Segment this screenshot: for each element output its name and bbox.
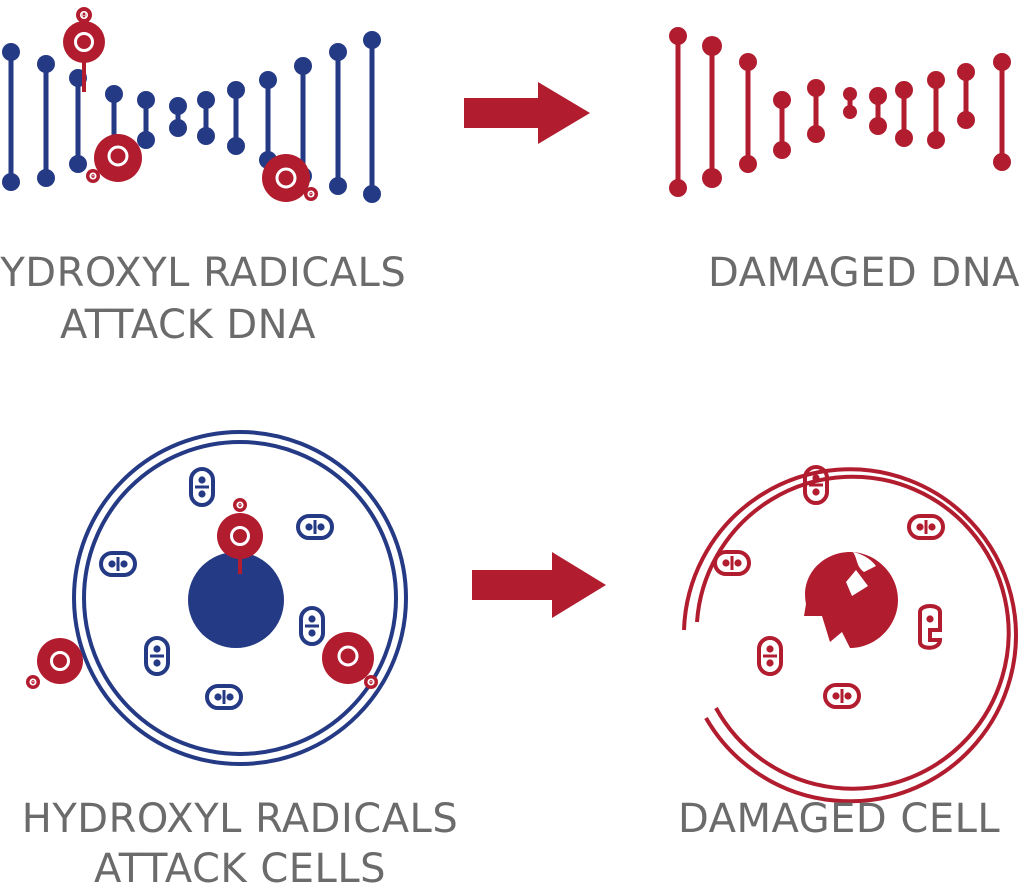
mitochondrion-icon (296, 514, 334, 540)
mitochondria-group (713, 465, 945, 709)
radical-h-label: H (309, 192, 313, 198)
hydroxyl-radical-icon: H (262, 154, 318, 202)
caption-bottom-right-line1: DAMAGED CELL (678, 796, 1000, 842)
dna-rung (329, 43, 347, 195)
dna-rung (895, 81, 913, 147)
hydroxyl-radical-icon: H (26, 638, 83, 689)
healthy-dna-icon (2, 31, 381, 203)
cell-membrane-outer (682, 467, 1018, 804)
radical-h-label: H (91, 174, 95, 180)
mitochondrion-icon (713, 550, 751, 576)
caption-top-left-line2: ATTACK DNA (60, 302, 316, 348)
dna-rung (739, 53, 757, 173)
radical-group-bottom: H H H (26, 498, 378, 689)
hydroxyl-radical-icon: H (63, 7, 105, 92)
caption-top-left-line1: HYDROXYL RADICALS (0, 250, 406, 296)
dna-rung (957, 63, 975, 129)
arrow-right-icon (464, 82, 590, 144)
mitochondrion-icon (803, 465, 829, 505)
mitochondrion-icon (918, 604, 943, 650)
mitochondrion-icon (205, 684, 243, 710)
cell-membrane-inner (82, 440, 398, 756)
dna-rung (807, 79, 825, 143)
dna-rung (169, 97, 187, 137)
dna-rung (869, 87, 887, 135)
dna-rung (363, 31, 381, 203)
dna-rung (137, 91, 155, 149)
caption-bottom-left-line1: HYDROXYL RADICALS (22, 796, 458, 842)
cell-membrane-inner (695, 474, 1011, 791)
cell-membrane-outer (72, 430, 408, 766)
hydroxyl-radical-icon: H (322, 632, 378, 689)
nucleus-icon (188, 552, 284, 648)
dna-rung (197, 91, 215, 145)
dna-rung (773, 91, 791, 159)
dna-rung (2, 43, 20, 191)
healthy-cell-icon (72, 430, 408, 766)
dna-rung (993, 53, 1011, 171)
hydroxyl-radical-icon: H (217, 498, 263, 574)
dna-rung (669, 27, 687, 197)
mitochondrion-icon (907, 514, 945, 540)
arrow-right-icon (472, 552, 606, 618)
mitochondrion-icon (99, 551, 137, 577)
mitochondrion-icon (823, 683, 861, 709)
mitochondrion-icon (757, 636, 783, 676)
caption-top-right-line1: DAMAGED DNA (708, 250, 1020, 296)
dna-rung (702, 36, 722, 188)
mitochondrion-icon (144, 636, 170, 676)
radical-h-label: H (31, 680, 35, 686)
hydroxyl-radical-icon: H (86, 134, 142, 183)
radical-group-top: H H H (63, 7, 318, 202)
radical-h-label: H (238, 503, 242, 509)
radical-h-label: H (82, 13, 87, 20)
damaged-dna-icon (669, 27, 1011, 197)
dna-rung (259, 71, 277, 169)
radical-h-label: H (369, 680, 373, 686)
dna-rung (37, 55, 55, 187)
dna-rung (227, 81, 245, 155)
mitochondrion-icon (299, 606, 325, 646)
damaged-cell-icon (682, 465, 1018, 804)
mitochondrion-icon (189, 467, 215, 507)
caption-bottom-left-line2: ATTACK CELLS (94, 846, 386, 889)
nucleus-icon (804, 552, 898, 648)
dna-rung (843, 87, 857, 119)
mitochondria-group (99, 467, 334, 710)
dna-rung (927, 71, 945, 149)
